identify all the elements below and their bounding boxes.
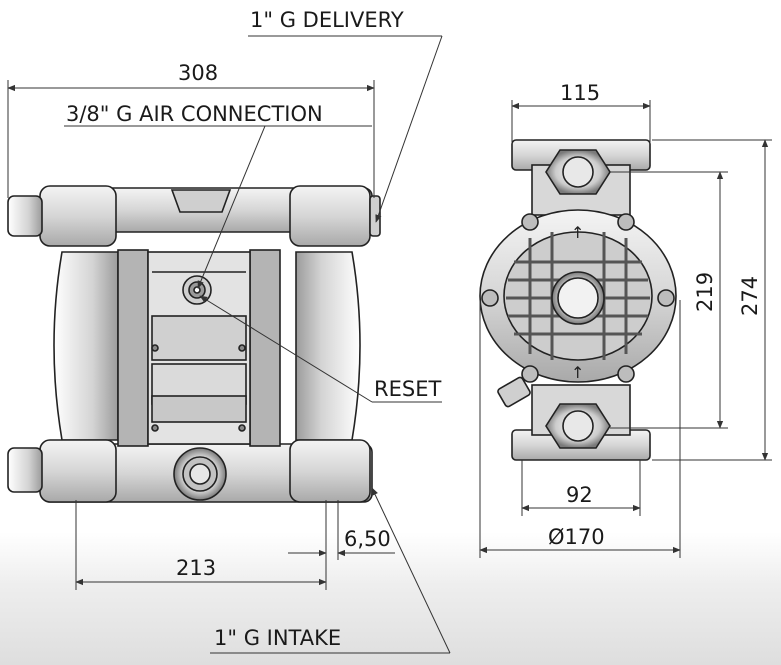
label-air-connection: 3/8" G AIR CONNECTION	[66, 102, 323, 126]
leader-lines	[64, 35, 451, 654]
dim-port-height: 219	[693, 272, 717, 312]
svg-text:↑: ↑	[571, 223, 584, 242]
side-view: ↑ ↑	[479, 139, 677, 461]
dim-overall-width: 308	[178, 61, 218, 85]
label-delivery: 1" G DELIVERY	[250, 8, 404, 32]
dim-port-spacing: 213	[176, 556, 216, 580]
front-view	[7, 185, 381, 503]
dim-foot-width: 92	[566, 483, 593, 507]
dimension-lines	[7, 80, 772, 590]
svg-text:↑: ↑	[571, 363, 584, 382]
dim-flange-width: 115	[560, 81, 600, 105]
label-intake: 1" G INTAKE	[214, 626, 341, 650]
dim-offset: 6,50	[344, 527, 391, 551]
dim-overall-height: 274	[738, 276, 762, 316]
label-reset: RESET	[374, 377, 441, 401]
dim-diameter: Ø170	[548, 525, 605, 549]
